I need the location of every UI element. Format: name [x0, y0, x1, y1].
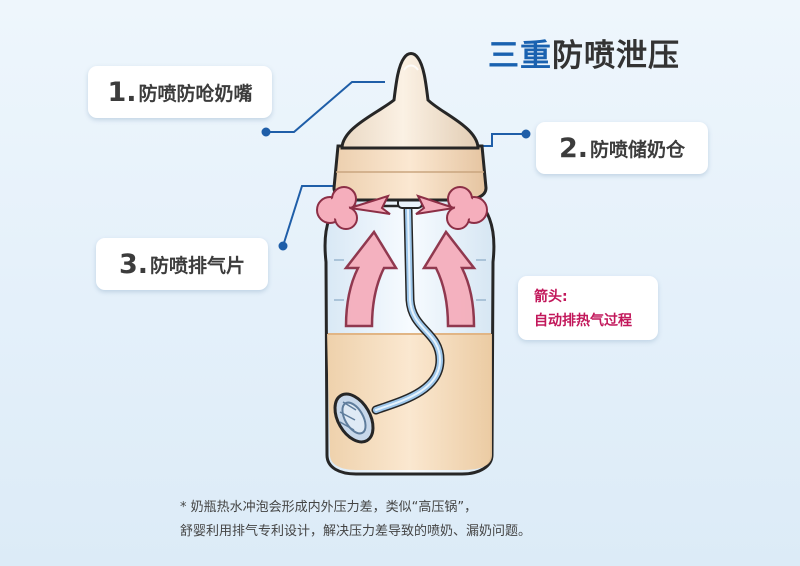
measure-marks: [334, 259, 486, 301]
label-nipple: 1. 防喷防呛奶嘴: [88, 66, 272, 118]
label-text: 防喷储奶仓: [590, 138, 686, 161]
hot-air-arrow-left: [343, 229, 399, 328]
label-text: 防喷排气片: [150, 254, 246, 277]
air-puff-left: [316, 186, 391, 230]
label-number: 2.: [558, 132, 589, 164]
label-number: 1.: [107, 76, 137, 108]
leader-dot-2: [521, 129, 531, 139]
leader-line-1: [266, 81, 385, 133]
hot-air-arrow-right: [421, 229, 477, 328]
label-text: 防喷防呛奶嘴: [138, 82, 253, 105]
label-storage-chamber: 2. 防喷储奶仓: [536, 122, 708, 174]
arrow-note-text: 自动排热气过程: [534, 313, 632, 329]
title-rest: 防喷泄压: [552, 38, 680, 74]
footnote: * 奶瓶热水冲泡会形成内外压力差，类似“高压锅”， 舒婴利用排气专利设计，解决压…: [180, 496, 660, 544]
footnote-line-1: * 奶瓶热水冲泡会形成内外压力差，类似“高压锅”，: [180, 500, 478, 515]
arrow-legend-note: 箭头: 自动排热气过程: [518, 276, 658, 340]
air-puff-right: [415, 186, 488, 230]
title-accent: 三重: [488, 38, 552, 74]
leader-dot-1: [261, 127, 271, 137]
leader-line-3: [282, 185, 344, 247]
label-vent-valve: 3. 防喷排气片: [96, 238, 268, 290]
straw-weight: [333, 392, 375, 444]
label-number: 3.: [118, 248, 149, 280]
footnote-line-2: 舒婴利用排气专利设计，解决压力差导致的喷奶、漏奶问题。: [180, 524, 532, 539]
nipple: [340, 52, 480, 150]
page-title: 三重防喷泄压: [488, 30, 680, 75]
arrow-note-heading: 箭头:: [534, 289, 568, 305]
leader-dot-3: [278, 241, 288, 251]
